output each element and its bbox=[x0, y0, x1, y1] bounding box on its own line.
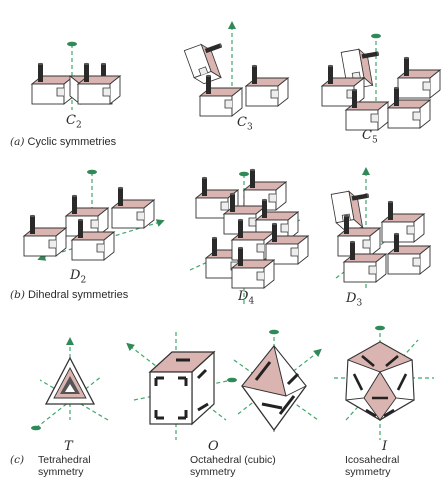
caption-octahedral-line1: Octahedral (cubic) bbox=[190, 454, 276, 466]
label-d3: D3 bbox=[346, 292, 362, 311]
label-d3-sub: 3 bbox=[356, 298, 363, 309]
label-t: T bbox=[64, 439, 73, 454]
label-d4-base: D bbox=[238, 289, 249, 304]
caption-tetrahedral: Tetrahedral symmetry bbox=[38, 454, 91, 478]
label-c5-sub: 5 bbox=[371, 135, 378, 146]
caption-polyhedral-tag-text: (c) bbox=[10, 454, 25, 466]
c3-assembly bbox=[183, 21, 289, 117]
caption-icosahedral: Icosahedral symmetry bbox=[345, 454, 399, 478]
caption-tetrahedral-line1: Tetrahedral bbox=[38, 454, 91, 466]
caption-dihedral-text: Dihedral symmetries bbox=[27, 289, 129, 301]
label-o: O bbox=[208, 439, 219, 454]
cube-icon bbox=[123, 332, 237, 440]
c2-assembly bbox=[31, 41, 121, 110]
label-i: I bbox=[382, 439, 388, 454]
caption-icosahedral-line2: symmetry bbox=[345, 466, 391, 478]
label-c2-sub: 2 bbox=[75, 120, 82, 131]
caption-cyclic: (a) Cyclic symmetries bbox=[10, 136, 116, 149]
caption-tetrahedral-line2: symmetry bbox=[38, 466, 84, 478]
label-c5: C5 bbox=[362, 129, 378, 148]
label-d2: D2 bbox=[70, 269, 86, 288]
label-c3-base: C bbox=[237, 115, 247, 130]
caption-icosahedral-line1: Icosahedral bbox=[345, 454, 400, 466]
caption-dihedral-tag: (b) bbox=[10, 289, 25, 301]
d2-assembly bbox=[23, 169, 167, 264]
label-d2-base: D bbox=[70, 268, 81, 283]
caption-octahedral: Octahedral (cubic) symmetry bbox=[190, 454, 276, 478]
c5-assembly bbox=[321, 33, 441, 131]
label-d4: D4 bbox=[238, 290, 254, 309]
label-d4-sub: 4 bbox=[248, 296, 255, 307]
octahedron-icon bbox=[233, 329, 325, 432]
label-d3-base: D bbox=[346, 291, 357, 306]
d4-assembly bbox=[189, 168, 309, 305]
label-c5-base: C bbox=[362, 128, 372, 143]
label-c2-base: C bbox=[66, 113, 76, 128]
label-c2: C2 bbox=[66, 114, 82, 133]
label-c3: C3 bbox=[237, 116, 253, 135]
caption-dihedral: (b) Dihedral symmetries bbox=[10, 289, 128, 302]
icosahedron-icon bbox=[334, 325, 434, 440]
caption-cyclic-text: Cyclic symmetries bbox=[27, 136, 117, 148]
label-d2-sub: 2 bbox=[80, 275, 87, 286]
tetrahedron-icon bbox=[31, 337, 109, 431]
caption-octahedral-line2: symmetry bbox=[190, 466, 236, 478]
label-c3-sub: 3 bbox=[246, 122, 253, 133]
d3-assembly bbox=[330, 167, 431, 290]
caption-cyclic-tag: (a) bbox=[10, 136, 25, 148]
caption-polyhedral-tag: (c) bbox=[10, 454, 24, 467]
